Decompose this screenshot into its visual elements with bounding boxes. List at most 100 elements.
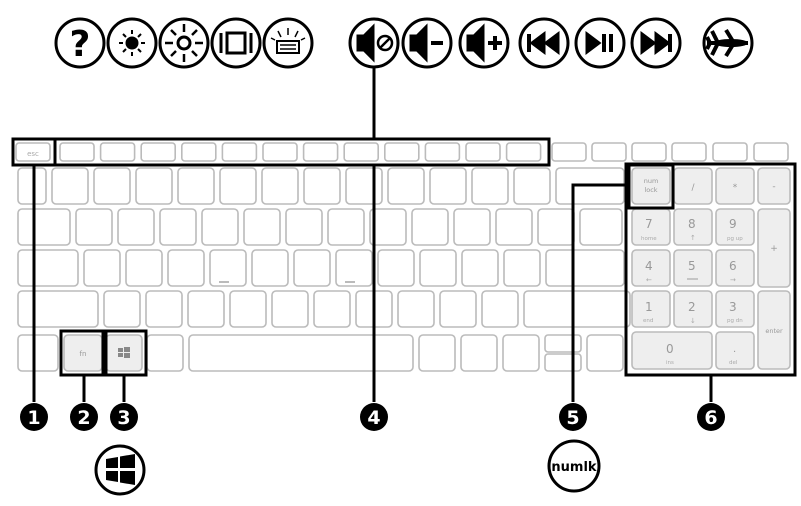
- alpha-key: [17, 249, 79, 287]
- num5-label: 5: [688, 259, 696, 273]
- alpha-key: [411, 208, 449, 246]
- keyboard-backlight-icon: [262, 17, 314, 69]
- alpha-key: [125, 249, 163, 287]
- alpha-key: [461, 249, 499, 287]
- callout-3-label: 3: [117, 407, 130, 429]
- alpha-key: [209, 249, 247, 287]
- function-key: [465, 142, 501, 162]
- numeric-keypad: num lock / * - 7 home 8 ↑ 9 pg up + 4 ← …: [631, 167, 791, 370]
- function-key: [343, 142, 380, 162]
- alpha-key: [145, 290, 183, 328]
- alpha-key: [201, 208, 239, 246]
- function-key: [383, 142, 420, 162]
- windows-key-icon: [118, 347, 130, 358]
- play-pause-icon: [574, 17, 626, 69]
- function-key: [424, 142, 461, 162]
- num3-label: 3: [729, 300, 737, 314]
- alpha-key: [17, 208, 71, 246]
- enter-label: enter: [765, 327, 783, 335]
- keyboard: esc fn: [15, 142, 791, 372]
- alpha-key: [439, 290, 477, 328]
- alpha-key: [17, 167, 47, 205]
- callouts: 1 2 3 4 5 6: [20, 403, 725, 431]
- alpha-key: [537, 208, 575, 246]
- alpha-key: [229, 290, 267, 328]
- ins-label: ins: [666, 360, 674, 366]
- enter-key: [757, 290, 791, 370]
- callout-2: 2: [70, 403, 98, 431]
- alpha-key: [293, 249, 331, 287]
- callout-5: 5: [559, 403, 587, 431]
- alpha-key: [377, 249, 415, 287]
- alpha-key: [523, 290, 631, 328]
- alpha-key: [187, 290, 225, 328]
- num0-label: 0: [666, 342, 674, 356]
- callout-1-label: 1: [27, 407, 40, 429]
- brightness-down-icon: [106, 17, 158, 69]
- previous-track-icon: [518, 17, 570, 69]
- alpha-key: [135, 167, 173, 205]
- alpha-key: [167, 249, 205, 287]
- num6-label: 6: [729, 259, 737, 273]
- svg-text:→: →: [730, 276, 736, 284]
- alpha-key: [75, 208, 113, 246]
- function-key-row: esc: [15, 142, 789, 162]
- function-key: [221, 142, 258, 162]
- alpha-key: [103, 290, 141, 328]
- num9-label: 9: [729, 217, 737, 231]
- bottom-row: fn: [17, 334, 624, 372]
- help-glyph: ?: [70, 24, 91, 65]
- alpha-key: [93, 167, 131, 205]
- end-label: end: [643, 318, 653, 324]
- alpha-key: [481, 290, 519, 328]
- num8-label: 8: [688, 217, 696, 231]
- del-label: del: [729, 360, 738, 366]
- alpha-key: [117, 208, 155, 246]
- num-lock-label-1: num: [644, 177, 659, 185]
- alpha-key: [159, 208, 197, 246]
- volume-up-icon: [458, 17, 510, 69]
- num2-label: 2: [688, 300, 696, 314]
- top-icon-row: ?: [54, 17, 754, 69]
- help-icon: ?: [54, 17, 106, 69]
- callout-5-label: 5: [566, 407, 579, 429]
- brightness-up-icon: [158, 17, 210, 69]
- leader-lines: [32, 67, 713, 402]
- alpha-key: [387, 167, 425, 205]
- windows-logo-icon: [94, 444, 146, 496]
- num4-label: 4: [645, 259, 653, 273]
- mute-icon: [348, 17, 400, 69]
- alpha-key: [545, 249, 625, 287]
- plus-key: [757, 208, 791, 288]
- callout-3: 3: [110, 403, 138, 431]
- alpha-key: [369, 208, 407, 246]
- switch-display-icon: [210, 17, 262, 69]
- alpha-key: [303, 167, 341, 205]
- num-lock-label-2: lock: [644, 186, 657, 194]
- alpha-key: [261, 167, 299, 205]
- callout-1: 1: [20, 403, 48, 431]
- callout-6: 6: [697, 403, 725, 431]
- alpha-key: [83, 249, 121, 287]
- callout-4: 4: [360, 403, 388, 431]
- alpha-key: [419, 249, 457, 287]
- slash-label: /: [691, 183, 695, 193]
- alpha-key: [397, 290, 435, 328]
- minus-label: -: [772, 182, 775, 192]
- alpha-key: [345, 167, 383, 205]
- function-key: [181, 142, 217, 162]
- pgup-label: pg up: [727, 236, 743, 242]
- num7-label: 7: [645, 217, 653, 231]
- numlk-icon: numlk: [547, 439, 601, 493]
- function-key: [262, 142, 298, 162]
- callout-2-label: 2: [77, 407, 90, 429]
- function-key: [140, 142, 176, 162]
- num-lock-key: [631, 167, 671, 205]
- alpha-key: [313, 290, 351, 328]
- alpha-key: [579, 208, 623, 246]
- alpha-key: [177, 167, 215, 205]
- alpha-key: [429, 167, 467, 205]
- alpha-key: [271, 290, 309, 328]
